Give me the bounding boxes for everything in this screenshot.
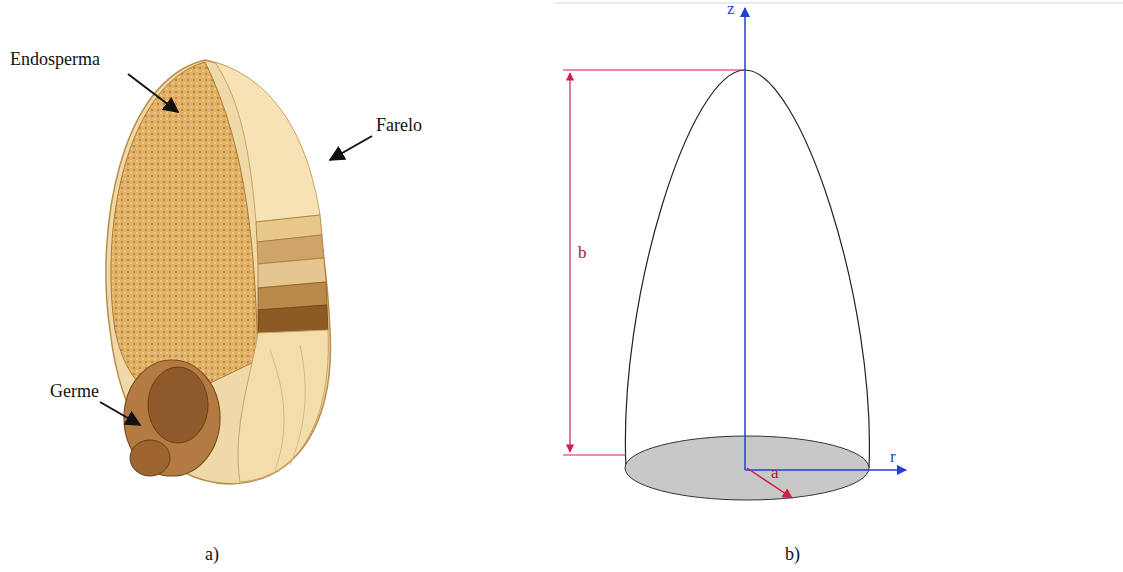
dimension-label: b <box>578 244 587 263</box>
dimension-a <box>747 468 792 498</box>
panel-label: b) <box>785 545 800 565</box>
part-label: Germe <box>50 382 99 402</box>
ellipsoid <box>625 70 869 500</box>
dimension-b <box>563 70 745 455</box>
part-label: Farelo <box>376 116 422 136</box>
z-axis <box>744 8 746 470</box>
leader-arrow <box>128 74 178 112</box>
leader-arrow <box>100 402 140 425</box>
frame-line <box>555 3 1123 4</box>
wheat-grain <box>106 60 331 484</box>
axis-label: r <box>890 448 896 467</box>
panel-label: a) <box>205 545 219 565</box>
leader-arrow <box>330 136 372 160</box>
axis-label: z <box>727 0 735 19</box>
part-label: Endosperma <box>10 50 100 70</box>
r-axis <box>745 469 906 471</box>
dimension-label: a <box>771 464 779 483</box>
